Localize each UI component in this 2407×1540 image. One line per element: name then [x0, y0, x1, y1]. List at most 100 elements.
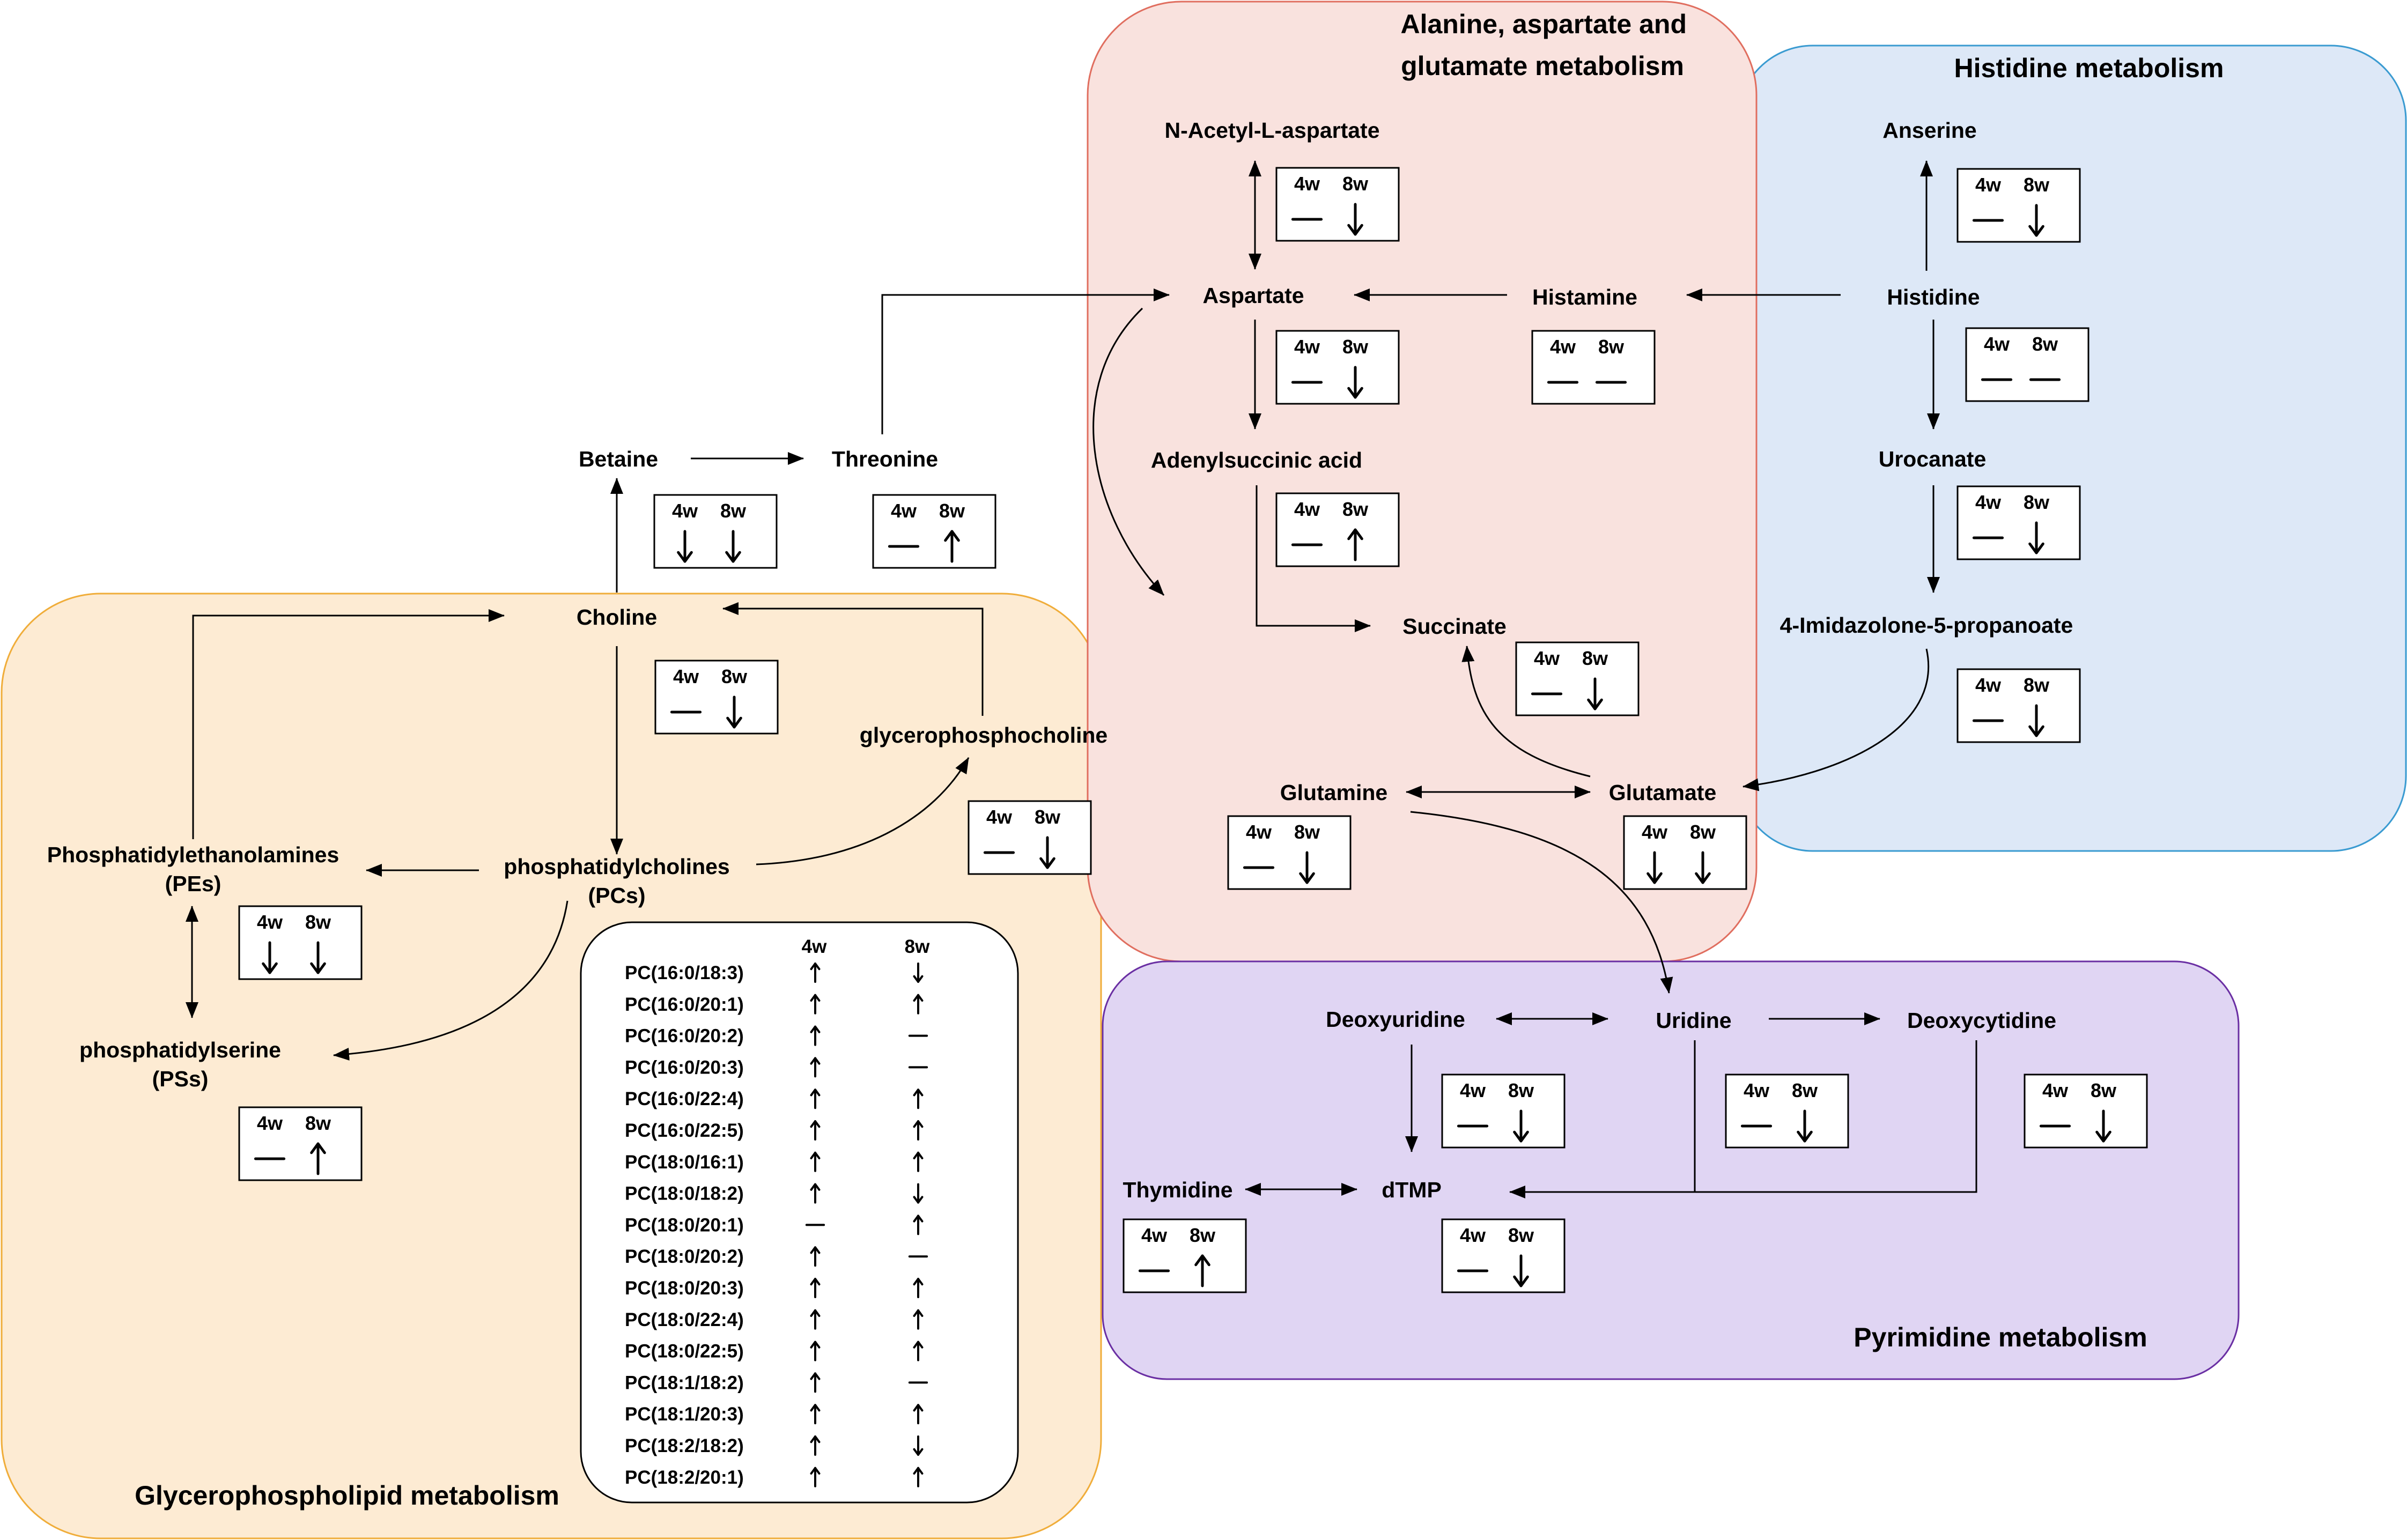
trend-header-8w: 8w — [1294, 821, 1320, 843]
pc-species-name: PC(18:0/22:4) — [625, 1309, 744, 1330]
pc-trend-4w-up-icon — [810, 1183, 821, 1204]
trend-header-4w: 4w — [257, 911, 283, 933]
pc-table-row: PC(18:0/20:1) — [625, 1215, 924, 1235]
trend-box-frame — [872, 494, 996, 569]
trend-header-8w: 8w — [1342, 173, 1369, 195]
node-label-n-acetyl: N-Acetyl-L-aspartate — [1165, 118, 1380, 143]
trend-down-icon — [2028, 704, 2044, 737]
pc-trend-8w-up-icon — [913, 1404, 924, 1425]
node-label-urocanate: Urocanate — [1879, 447, 1987, 471]
pc-trend-4w-up-icon — [810, 1151, 821, 1172]
trend-header-8w: 8w — [1690, 821, 1716, 843]
pc-trend-4w-up-icon — [810, 1341, 821, 1361]
trend-header-8w: 8w — [2032, 333, 2058, 355]
edge-threonine-aspartate — [881, 288, 1170, 434]
pc-trend-8w-up-icon — [913, 1215, 924, 1235]
trend-header-4w: 4w — [1975, 674, 2002, 696]
trend-header-4w: 4w — [673, 665, 699, 687]
pc-table-row: PC(18:0/20:3) — [625, 1278, 924, 1299]
pc-trend-8w-up-icon — [913, 1341, 924, 1361]
pc-trend-8w-up-icon — [913, 994, 924, 1015]
pc-species-name: PC(18:0/20:2) — [625, 1246, 744, 1267]
trend-box-frame — [1227, 815, 1352, 890]
node-label-succinate: Succinate — [1402, 614, 1507, 639]
trend-header-8w: 8w — [305, 1112, 331, 1134]
node-label-uridine: Uridine — [1656, 1008, 1731, 1033]
trend-header-8w: 8w — [1342, 498, 1369, 520]
pc-table-row: PC(18:2/20:1) — [625, 1467, 924, 1488]
pc-species-name: PC(18:0/20:1) — [625, 1215, 744, 1235]
pc-trend-4w-up-icon — [810, 1089, 821, 1109]
pc-species-name: PC(18:2/20:1) — [625, 1467, 744, 1488]
trend-header-8w: 8w — [1508, 1224, 1534, 1246]
pc-table-row: PC(18:0/22:5) — [625, 1341, 924, 1362]
trend-down-icon — [725, 530, 741, 563]
node-label-histamine: Histamine — [1532, 285, 1637, 309]
trend-box-threonine: 4w 8w — [872, 494, 996, 569]
trend-down-icon — [1797, 1109, 1813, 1143]
trend-down-icon — [1347, 203, 1363, 236]
trend-down-icon — [1646, 851, 1663, 884]
node-label-adenylsuccinic: Adenylsuccinic acid — [1151, 448, 1362, 472]
node-label-pss-line2: (PSs) — [152, 1067, 209, 1091]
region-title-his: Histidine metabolism — [1954, 53, 2224, 83]
pc-species-name: PC(18:1/20:3) — [625, 1404, 744, 1425]
edge-glutamate-succinate — [1461, 646, 1591, 778]
trend-box-frame — [1725, 1073, 1849, 1149]
trend-box-frame — [1275, 167, 1400, 242]
pc-species-name: PC(16:0/22:5) — [625, 1120, 744, 1141]
pc-trend-4w-up-icon — [810, 1404, 821, 1425]
node-label-pcs-line2: (PCs) — [588, 883, 645, 908]
node-label-imidazolone: 4-Imidazolone-5-propanoate — [1780, 613, 2073, 638]
trend-box-frame — [1275, 330, 1400, 405]
trend-header-8w: 8w — [2024, 174, 2050, 196]
edge-adenylsuccinic-succinate — [1256, 485, 1371, 632]
node-label-aspartate: Aspartate — [1202, 283, 1304, 308]
trend-header-8w: 8w — [2024, 491, 2050, 513]
node-label-pes-line1: Phosphatidylethanolamines — [47, 842, 339, 867]
node-label-deoxyuridine: Deoxyuridine — [1326, 1007, 1465, 1032]
edge-pc-gpc — [756, 757, 970, 865]
trend-header-8w: 8w — [1035, 806, 1061, 828]
node-label-histidine: Histidine — [1887, 285, 1980, 309]
trend-header-4w: 4w — [1744, 1079, 1770, 1101]
trend-header-8w: 8w — [1598, 336, 1625, 358]
edge-deoxycytidine-dtmp — [1695, 1040, 1977, 1193]
region-title-pyr: Pyrimidine metabolism — [1854, 1322, 2147, 1352]
pc-trend-4w-up-icon — [810, 962, 821, 983]
pc-trend-4w-up-icon — [810, 1057, 821, 1078]
trend-header-4w: 4w — [672, 500, 698, 522]
trend-header-8w: 8w — [939, 500, 965, 522]
pc-table-rows: PC(16:0/18:3)PC(16:0/20:1)PC(16:0/20:2)P… — [625, 962, 928, 1488]
trend-box-frame — [1956, 168, 2081, 243]
trend-header-4w: 4w — [891, 500, 917, 522]
pc-trend-4w-up-icon — [810, 994, 821, 1015]
trend-down-icon — [677, 530, 693, 563]
trend-box-frame — [654, 660, 779, 735]
pc-table-row: PC(18:2/18:2) — [625, 1435, 924, 1456]
trend-box-frame — [1441, 1218, 1566, 1293]
trend-box-frame — [238, 905, 363, 980]
node-label-pes-line2: (PEs) — [165, 871, 221, 896]
region-pyr-panel — [1102, 960, 2240, 1380]
region-title-ala-line1: Alanine, aspartate and — [1401, 9, 1687, 39]
trend-down-icon — [1695, 851, 1711, 884]
node-label-choline: Choline — [577, 605, 657, 630]
edge-glutamine-uridine — [1410, 811, 1673, 994]
